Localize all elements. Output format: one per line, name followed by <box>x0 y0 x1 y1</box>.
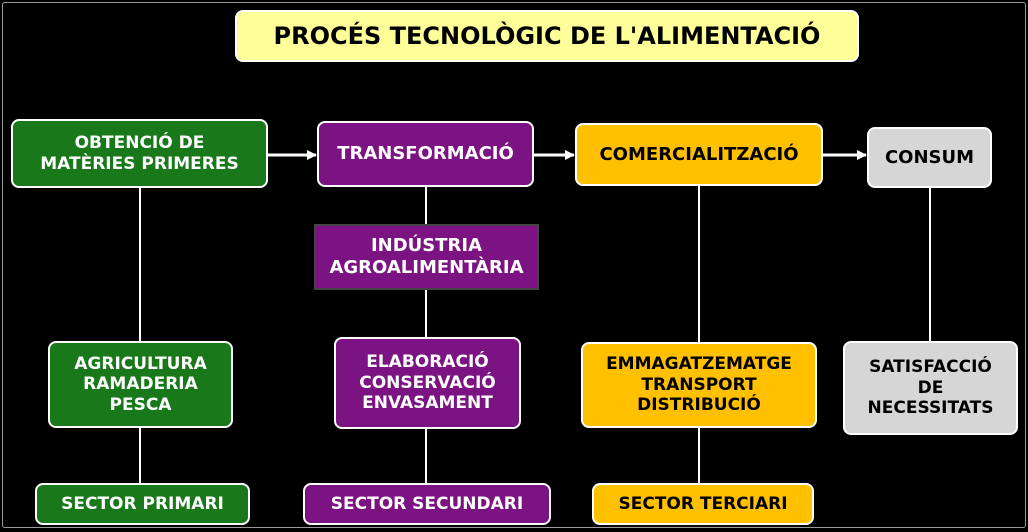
diagram-title: PROCÉS TECNOLÒGIC DE L'ALIMENTACIÓ <box>235 10 859 62</box>
sector-terciari: SECTOR TERCIARI <box>592 483 814 525</box>
stage-obtencio-materies-primeres: OBTENCIÓ DE MATÈRIES PRIMERES <box>11 119 268 188</box>
activity-agricultura-ramaderia-pesca: AGRICULTURA RAMADERIA PESCA <box>48 341 233 428</box>
activity-satisfaccio-necessitats: SATISFACCIÓ DE NECESSITATS <box>843 341 1018 435</box>
sector-primari: SECTOR PRIMARI <box>35 483 250 525</box>
stage-transformacio: TRANSFORMACIÓ <box>317 121 534 187</box>
connector-layer <box>139 150 931 483</box>
activity-emmagatzematge-transport-distribucio: EMMAGATZEMATGE TRANSPORT DISTRIBUCIÓ <box>581 342 817 428</box>
activity-elaboracio-conservacio-envasament: ELABORACIÓ CONSERVACIÓ ENVASAMENT <box>334 337 521 429</box>
industria-agroalimentaria: INDÚSTRIA AGROALIMENTÀRIA <box>314 224 539 290</box>
stage-consum: CONSUM <box>867 127 992 188</box>
stage-comercialitzacio: COMERCIALITZACIÓ <box>575 123 823 186</box>
sector-secundari: SECTOR SECUNDARI <box>303 483 551 525</box>
